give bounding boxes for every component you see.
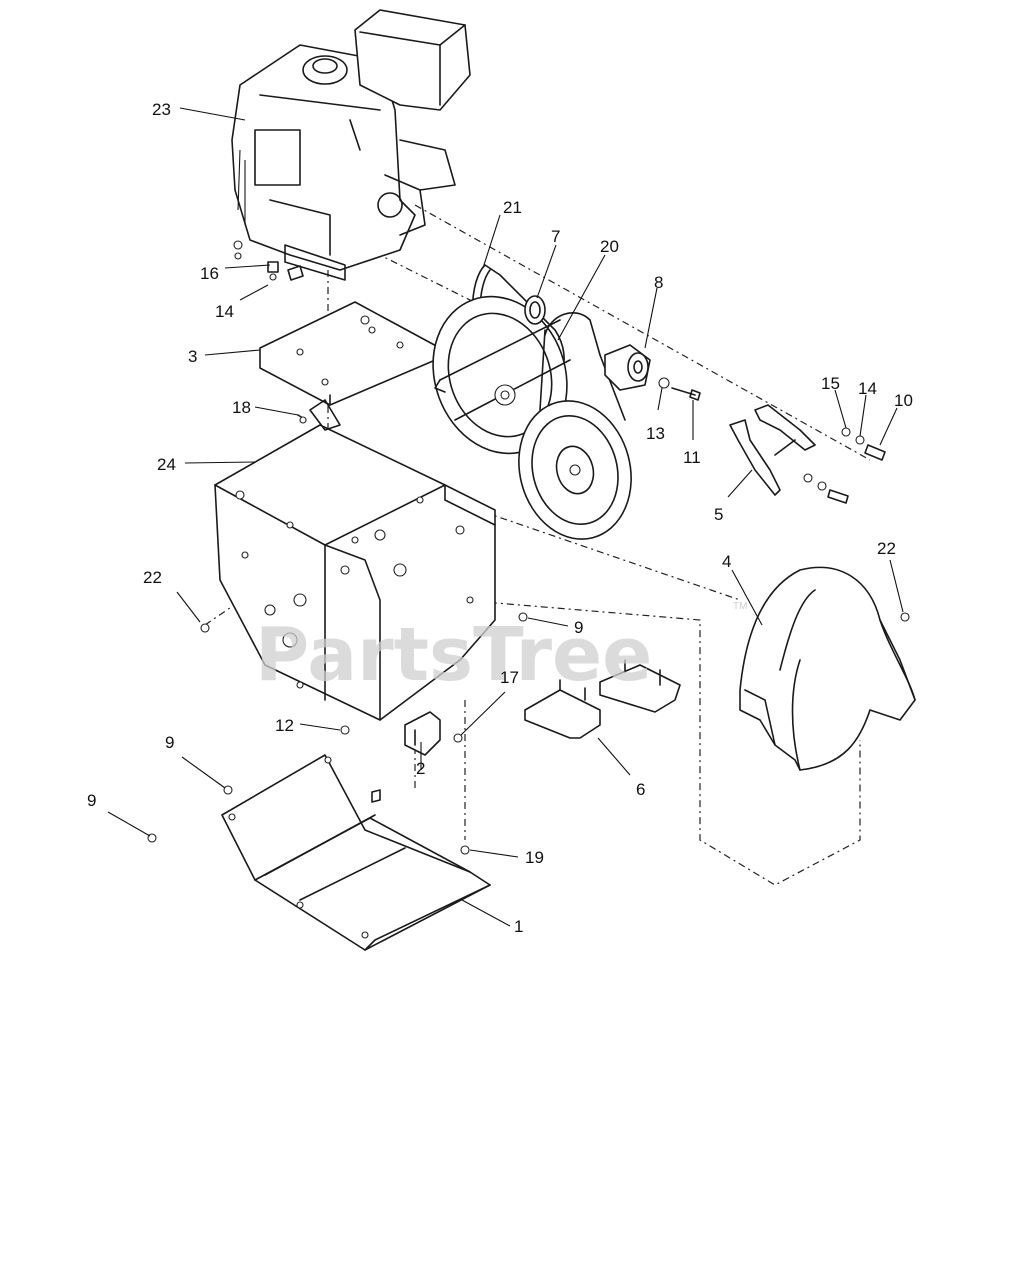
linkage-hardware[interactable] [803, 427, 886, 504]
callout-labels: 23 21 7 20 8 16 14 3 18 24 15 14 10 13 1… [87, 100, 913, 936]
screws-22[interactable] [200, 612, 910, 633]
watermark-text: PartsTree [255, 612, 652, 698]
skid-pads-6[interactable] [524, 659, 681, 739]
callout-8: 8 [654, 273, 663, 292]
engine-mount-hardware[interactable] [233, 240, 304, 281]
callout-17: 17 [500, 668, 519, 687]
screw-9-frame[interactable] [518, 612, 528, 622]
callout-19: 19 [525, 848, 544, 867]
callout-5: 5 [714, 505, 723, 524]
callout-22-left: 22 [143, 568, 162, 587]
callout-11: 11 [683, 448, 701, 467]
callout-14-right: 14 [858, 379, 877, 398]
callout-18: 18 [232, 398, 251, 417]
frame-housing[interactable] [214, 399, 496, 721]
engine-assembly[interactable] [231, 9, 471, 281]
callout-9-lower: 9 [87, 791, 96, 810]
callout-14-left: 14 [215, 302, 234, 321]
callout-1: 1 [514, 917, 523, 936]
belt-cover-4[interactable] [739, 566, 916, 771]
engine-pulley-8[interactable] [604, 344, 651, 391]
callout-7: 7 [551, 227, 560, 246]
callout-23: 23 [152, 100, 171, 119]
callout-10: 10 [894, 391, 913, 410]
callout-9-frame: 9 [574, 618, 583, 637]
callout-13: 13 [646, 424, 665, 443]
friction-wheel-20[interactable] [504, 311, 646, 552]
bracket-hardware[interactable] [340, 725, 463, 743]
drive-disc-assembly[interactable] [412, 278, 589, 473]
callout-22-right: 22 [877, 539, 896, 558]
engine-mounting-plate[interactable] [259, 301, 441, 406]
callout-12: 12 [275, 716, 294, 735]
leader-lines [107, 107, 904, 927]
partstree-watermark: PartsTree TM [255, 601, 747, 698]
callout-21: 21 [503, 198, 522, 217]
callout-2: 2 [416, 759, 425, 778]
idler-pulley-7[interactable] [524, 295, 546, 325]
callout-24: 24 [157, 455, 176, 474]
bracket-2[interactable] [404, 711, 441, 756]
callout-4: 4 [722, 552, 731, 571]
loose-screws-9[interactable] [147, 785, 233, 843]
linkage-bracket-5[interactable] [729, 404, 816, 496]
callout-20: 20 [600, 237, 619, 256]
watermark-trademark: TM [733, 601, 747, 612]
callout-16: 16 [200, 264, 219, 283]
callout-9-upper: 9 [165, 733, 174, 752]
pulley-hardware[interactable] [658, 377, 701, 401]
callout-15: 15 [821, 374, 840, 393]
callout-6: 6 [636, 780, 645, 799]
callout-3: 3 [188, 347, 197, 366]
bolt-18[interactable] [297, 414, 307, 424]
base-plate-1[interactable] [221, 754, 491, 951]
